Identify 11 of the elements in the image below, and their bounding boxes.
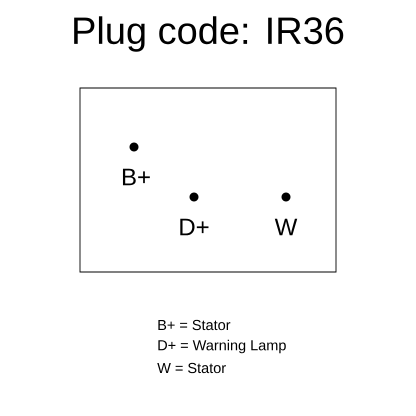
legend-text: W = Stator xyxy=(157,362,226,374)
pin: W xyxy=(274,192,298,236)
title: Plug code: IR36 xyxy=(74,16,344,52)
node-label: D+ xyxy=(180,218,208,236)
connector-outline xyxy=(80,88,336,272)
legend-text: D+ = Warning Lamp xyxy=(158,340,286,354)
node-label: W xyxy=(274,218,298,236)
node-label: B+ xyxy=(122,168,150,186)
pin: D+ xyxy=(180,192,208,236)
pin: B+ xyxy=(122,142,150,186)
legend-text: B+ = Stator xyxy=(158,320,230,330)
